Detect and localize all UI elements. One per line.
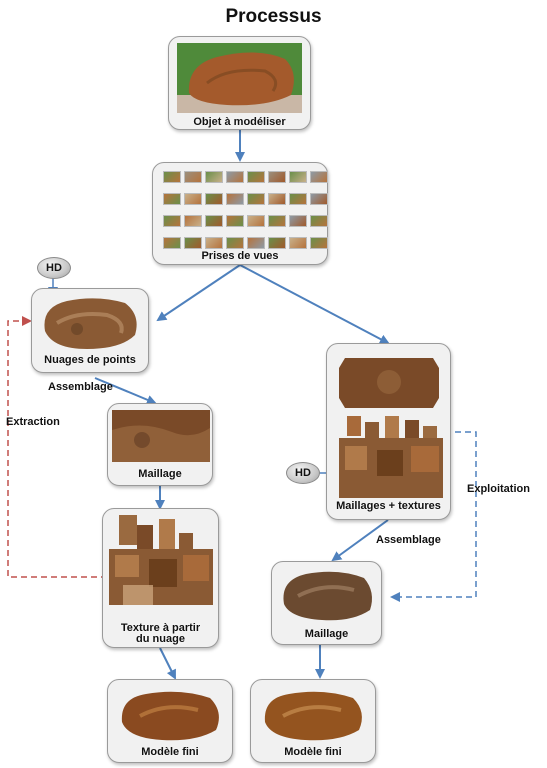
dashed-extraction-arrow <box>7 316 107 578</box>
mesh-rock-right <box>283 571 372 621</box>
hd-badge-top: HD <box>37 257 71 279</box>
arrow-prises-to-maillages <box>239 264 390 344</box>
mesh-strip <box>339 358 439 408</box>
node-maillages-textures: Maillages + textures <box>326 343 451 520</box>
node-texture: Texture à partir du nuage <box>102 508 219 648</box>
texture-strips <box>339 416 443 498</box>
final-model-rock-left <box>121 691 219 741</box>
final-model-rock-right <box>264 691 362 741</box>
node-maillage-left-label: Maillage <box>138 468 182 480</box>
node-maillage-right: Maillage <box>271 561 382 645</box>
arrow-texture-to-modele <box>159 647 176 680</box>
rock-photo <box>177 43 302 113</box>
node-modele-left: Modèle fini <box>107 679 233 763</box>
hd-badge-right: HD <box>286 462 320 484</box>
label-extraction: Extraction <box>6 416 60 428</box>
node-maillage-right-label: Maillage <box>304 628 349 640</box>
diagram-title: Processus <box>225 6 322 27</box>
node-prises-label: Prises de vues <box>201 250 279 262</box>
photo-thumbnails <box>163 171 328 255</box>
node-maillage-left: Maillage <box>107 403 213 486</box>
node-prises: Prises de vues <box>152 162 328 265</box>
node-objet-label: Objet à modéliser <box>193 116 286 128</box>
arrow-nuages-to-maillage <box>94 377 157 405</box>
texture-patches <box>109 515 213 605</box>
mesh-texture <box>112 410 210 462</box>
label-exploitation: Exploitation <box>467 483 530 495</box>
label-assemblage-right: Assemblage <box>376 534 441 546</box>
node-texture-label-line1: Texture à partir <box>120 622 201 634</box>
point-cloud-rock <box>44 298 137 349</box>
dashed-exploitation-arrow <box>390 431 477 602</box>
node-texture-label-line2: du nuage <box>136 633 185 645</box>
label-assemblage-left: Assemblage <box>48 381 113 393</box>
node-modele-right-label: Modèle fini <box>284 746 342 758</box>
node-modele-left-label: Modèle fini <box>141 746 199 758</box>
node-nuages-label: Nuages de points <box>44 354 136 366</box>
arrow-maillages-to-maillage <box>331 519 389 562</box>
arrow-prises-to-nuages <box>156 264 241 322</box>
node-objet: Objet à modéliser <box>168 36 311 130</box>
node-maillages-textures-label: Maillages + textures <box>336 500 441 512</box>
node-nuages: Nuages de points <box>31 288 149 373</box>
node-modele-right: Modèle fini <box>250 679 376 763</box>
